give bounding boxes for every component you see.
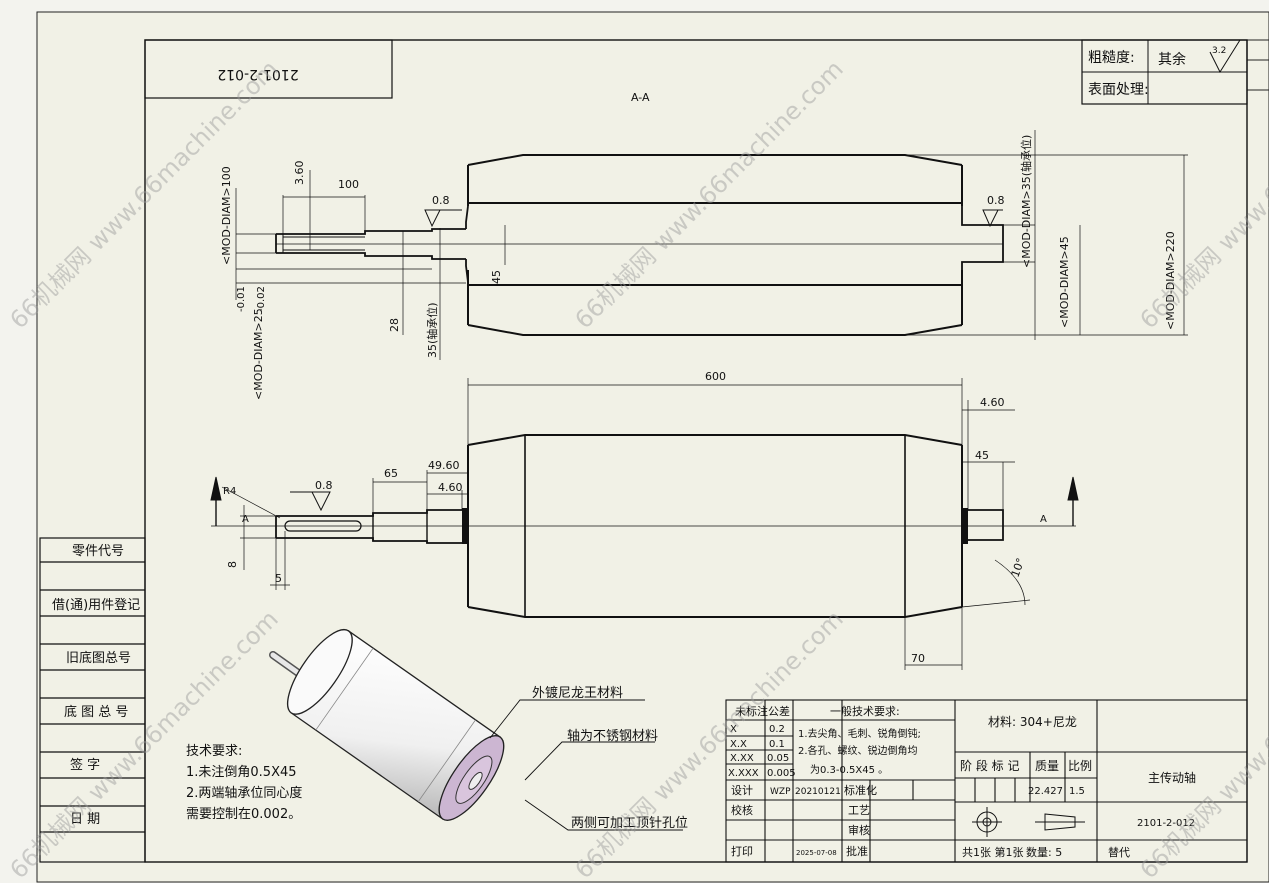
- sheet-count: 共1张 第1张: [962, 845, 1024, 859]
- design-date: 20210121: [795, 787, 841, 797]
- callout-shaft-material: 轴为不锈钢材料: [567, 729, 658, 744]
- dim-35-bearing: 35(轴承位): [425, 302, 439, 358]
- left-col-base-number: 底 图 总 号: [64, 704, 128, 720]
- general-req-line-2: 2.各孔、螺纹、锐边倒角均: [798, 744, 918, 757]
- replace-label: 替代: [1108, 845, 1130, 859]
- quantity: 数量: 5: [1026, 846, 1062, 859]
- isometric-view: [269, 629, 505, 821]
- dim-49-60: 49.60: [428, 459, 460, 472]
- general-req-title: 一般技术要求:: [830, 705, 900, 718]
- left-col-old-base-number: 旧底图总号: [66, 650, 131, 666]
- inner-frame: [144, 39, 1248, 863]
- drawing-number-rotated: 2101-2-012: [217, 66, 298, 82]
- general-req-line-1: 1.去尖角、毛刺、锐角倒钝;: [798, 727, 921, 740]
- dim-R4: R4: [223, 486, 236, 497]
- callouts: [489, 699, 683, 831]
- part-name: 主传动轴: [1148, 770, 1196, 785]
- dim-3-60: 3.60: [293, 161, 306, 186]
- tol-row-2-key: X.X: [730, 739, 747, 750]
- dim-tol-upper: -0.01: [236, 286, 247, 312]
- title-block: [725, 699, 1248, 863]
- scale-label: 比例: [1068, 759, 1092, 773]
- dim-45-section: 45: [490, 270, 503, 284]
- dim-8: 8: [226, 561, 239, 568]
- standardization-label: 标准化: [844, 783, 877, 797]
- callout-center-holes: 两侧可加工顶针孔位: [571, 816, 688, 831]
- section-arrow-left-letter: A: [242, 514, 249, 525]
- stage-label: 阶 段 标 记: [960, 758, 1019, 773]
- section-view: [235, 130, 1188, 360]
- process-label: 工艺: [848, 804, 870, 817]
- roughness-symbol-icon: [1209, 39, 1241, 74]
- dim-70: 70: [911, 652, 925, 665]
- dim-dia-45: <MOD-DIAM>45: [1058, 236, 1071, 328]
- dim-tol-lower: -0.02: [256, 286, 267, 312]
- tolerance-header: 未标注公差: [735, 704, 790, 718]
- tech-req-title: 技术要求:: [186, 744, 242, 759]
- section-dimensions: 100 3.60 0.8 0.8 <MOD-DIAM>100 -0.01 -0.…: [220, 135, 1177, 400]
- dim-65: 65: [384, 467, 398, 480]
- tol-row-1-val: 0.2: [769, 724, 785, 735]
- dim-5: 5: [275, 572, 282, 585]
- print-date: 2025-07-08: [796, 849, 837, 857]
- dim-4-60-left: 4.60: [438, 481, 463, 494]
- surface-treatment-label: 表面处理:: [1088, 82, 1149, 98]
- left-col-part-code: 零件代号: [72, 544, 124, 559]
- dim-28: 28: [388, 318, 401, 332]
- check-label: 校核: [731, 803, 753, 817]
- front-view: [210, 378, 1079, 670]
- review-label: 审核: [848, 823, 870, 837]
- tol-row-3-val: 0.05: [767, 753, 789, 764]
- left-col-signature: 签 字: [70, 757, 100, 773]
- roughness-value: 其余: [1158, 51, 1186, 68]
- material: 材料: 304+尼龙: [988, 715, 1077, 729]
- tech-requirements: 技术要求: 1.未注倒角0.5X45 2.两端轴承位同心度 需要控制在0.002…: [186, 744, 302, 822]
- designer-name: WZP: [770, 787, 791, 797]
- dim-4-60-top: 4.60: [980, 396, 1005, 409]
- mass-label: 质量: [1035, 759, 1059, 773]
- left-col-date: 日 期: [70, 812, 100, 827]
- dim-dia-100: <MOD-DIAM>100: [220, 166, 233, 265]
- upside-down-number-box: 2101-2-012: [144, 39, 393, 99]
- dim-dia-25: <MOD-DIAM>25: [252, 308, 265, 400]
- dim-600: 600: [705, 370, 726, 383]
- tol-row-1-key: X: [730, 724, 737, 735]
- tech-req-line-3: 需要控制在0.002。: [186, 807, 301, 822]
- mass-value: 22.427: [1028, 786, 1063, 797]
- left-register-column: [39, 537, 146, 863]
- roughness-label: 粗糙度:: [1088, 50, 1135, 66]
- front-dimensions: 600 4.60 45 65 49.60 4.60 0.8 R4 A A 8 5…: [223, 370, 1047, 665]
- dim-100: 100: [338, 178, 359, 191]
- projection-symbol-icon: [972, 807, 1085, 837]
- tol-row-4-val: 0.005: [767, 768, 796, 779]
- tol-row-2-val: 0.1: [769, 739, 785, 750]
- dim-10deg: 10°: [1009, 556, 1028, 579]
- callout-outer-material: 外镀尼龙王材料: [532, 685, 623, 701]
- dim-dia-35-bearing: <MOD-DIAM>35(轴承位): [1019, 135, 1033, 268]
- dim-0-8-b: 0.8: [987, 194, 1005, 207]
- dim-0-8-front: 0.8: [315, 479, 333, 492]
- approve-label: 批准: [846, 844, 868, 858]
- tech-req-line-2: 2.两端轴承位同心度: [186, 785, 302, 801]
- part-number: 2101-2-012: [1137, 818, 1195, 829]
- tol-row-4-key: X.XXX: [728, 768, 759, 779]
- tol-row-3-key: X.XX: [730, 753, 754, 764]
- left-col-borrow-register: 借(通)用件登记: [52, 598, 140, 613]
- general-req-line-3: 为0.3-0.5X45 。: [810, 764, 888, 776]
- section-arrow-right-letter: A: [1040, 514, 1047, 525]
- design-label: 设计: [731, 784, 753, 797]
- dim-dia-220: <MOD-DIAM>220: [1164, 231, 1177, 330]
- tech-req-line-1: 1.未注倒角0.5X45: [186, 765, 297, 780]
- title-block-text: 未标注公差 X 0.2 X.X 0.1 X.XX 0.05 X.XXX 0.00…: [728, 704, 1196, 859]
- roughness-symbol-value: 3.2: [1212, 46, 1226, 56]
- print-label: 打印: [731, 844, 753, 858]
- section-label: A-A: [631, 91, 650, 104]
- scale-value: 1.5: [1069, 786, 1085, 797]
- dim-45-front: 45: [975, 449, 989, 462]
- dim-0-8-a: 0.8: [432, 194, 450, 207]
- roughness-box: 粗糙度: 其余 3.2 表面处理:: [1081, 39, 1248, 105]
